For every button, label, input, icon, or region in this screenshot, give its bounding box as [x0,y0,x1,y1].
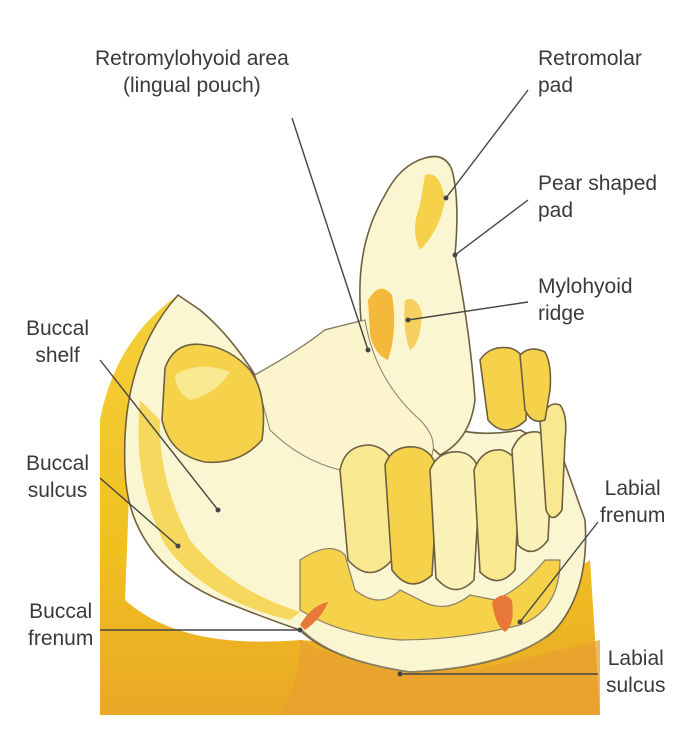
label-line: Retromylohyoid area [95,45,289,72]
label-line: Buccal [28,598,93,625]
label-line: frenum [600,502,665,529]
label-line: Mylohyoid [538,273,633,300]
label-labial-sulcus: Labial sulcus [606,645,666,699]
label-line: Labial [606,645,666,672]
label-line: Retromolar [538,45,642,72]
label-mylohyoid-ridge: Mylohyoid ridge [538,273,633,327]
label-line: ridge [538,300,633,327]
label-line: (lingual pouch) [95,72,289,99]
label-line: Pear shaped [538,170,657,197]
label-line: sulcus [606,672,666,699]
label-buccal-frenum: Buccal frenum [28,598,93,652]
label-buccal-sulcus: Buccal sulcus [26,450,89,504]
label-line: Buccal [26,450,89,477]
label-line: shelf [26,342,89,369]
label-line: frenum [28,625,93,652]
label-pear-shaped-pad: Pear shaped pad [538,170,657,224]
label-retromylohyoid-area: Retromylohyoid area (lingual pouch) [95,45,289,99]
label-retromolar-pad: Retromolar pad [538,45,642,99]
label-line: sulcus [26,477,89,504]
label-line: pad [538,72,642,99]
label-buccal-shelf: Buccal shelf [26,315,89,369]
label-line: pad [538,197,657,224]
label-labial-frenum: Labial frenum [600,475,665,529]
label-line: Buccal [26,315,89,342]
label-line: Labial [600,475,665,502]
molar-tooth [162,344,264,462]
